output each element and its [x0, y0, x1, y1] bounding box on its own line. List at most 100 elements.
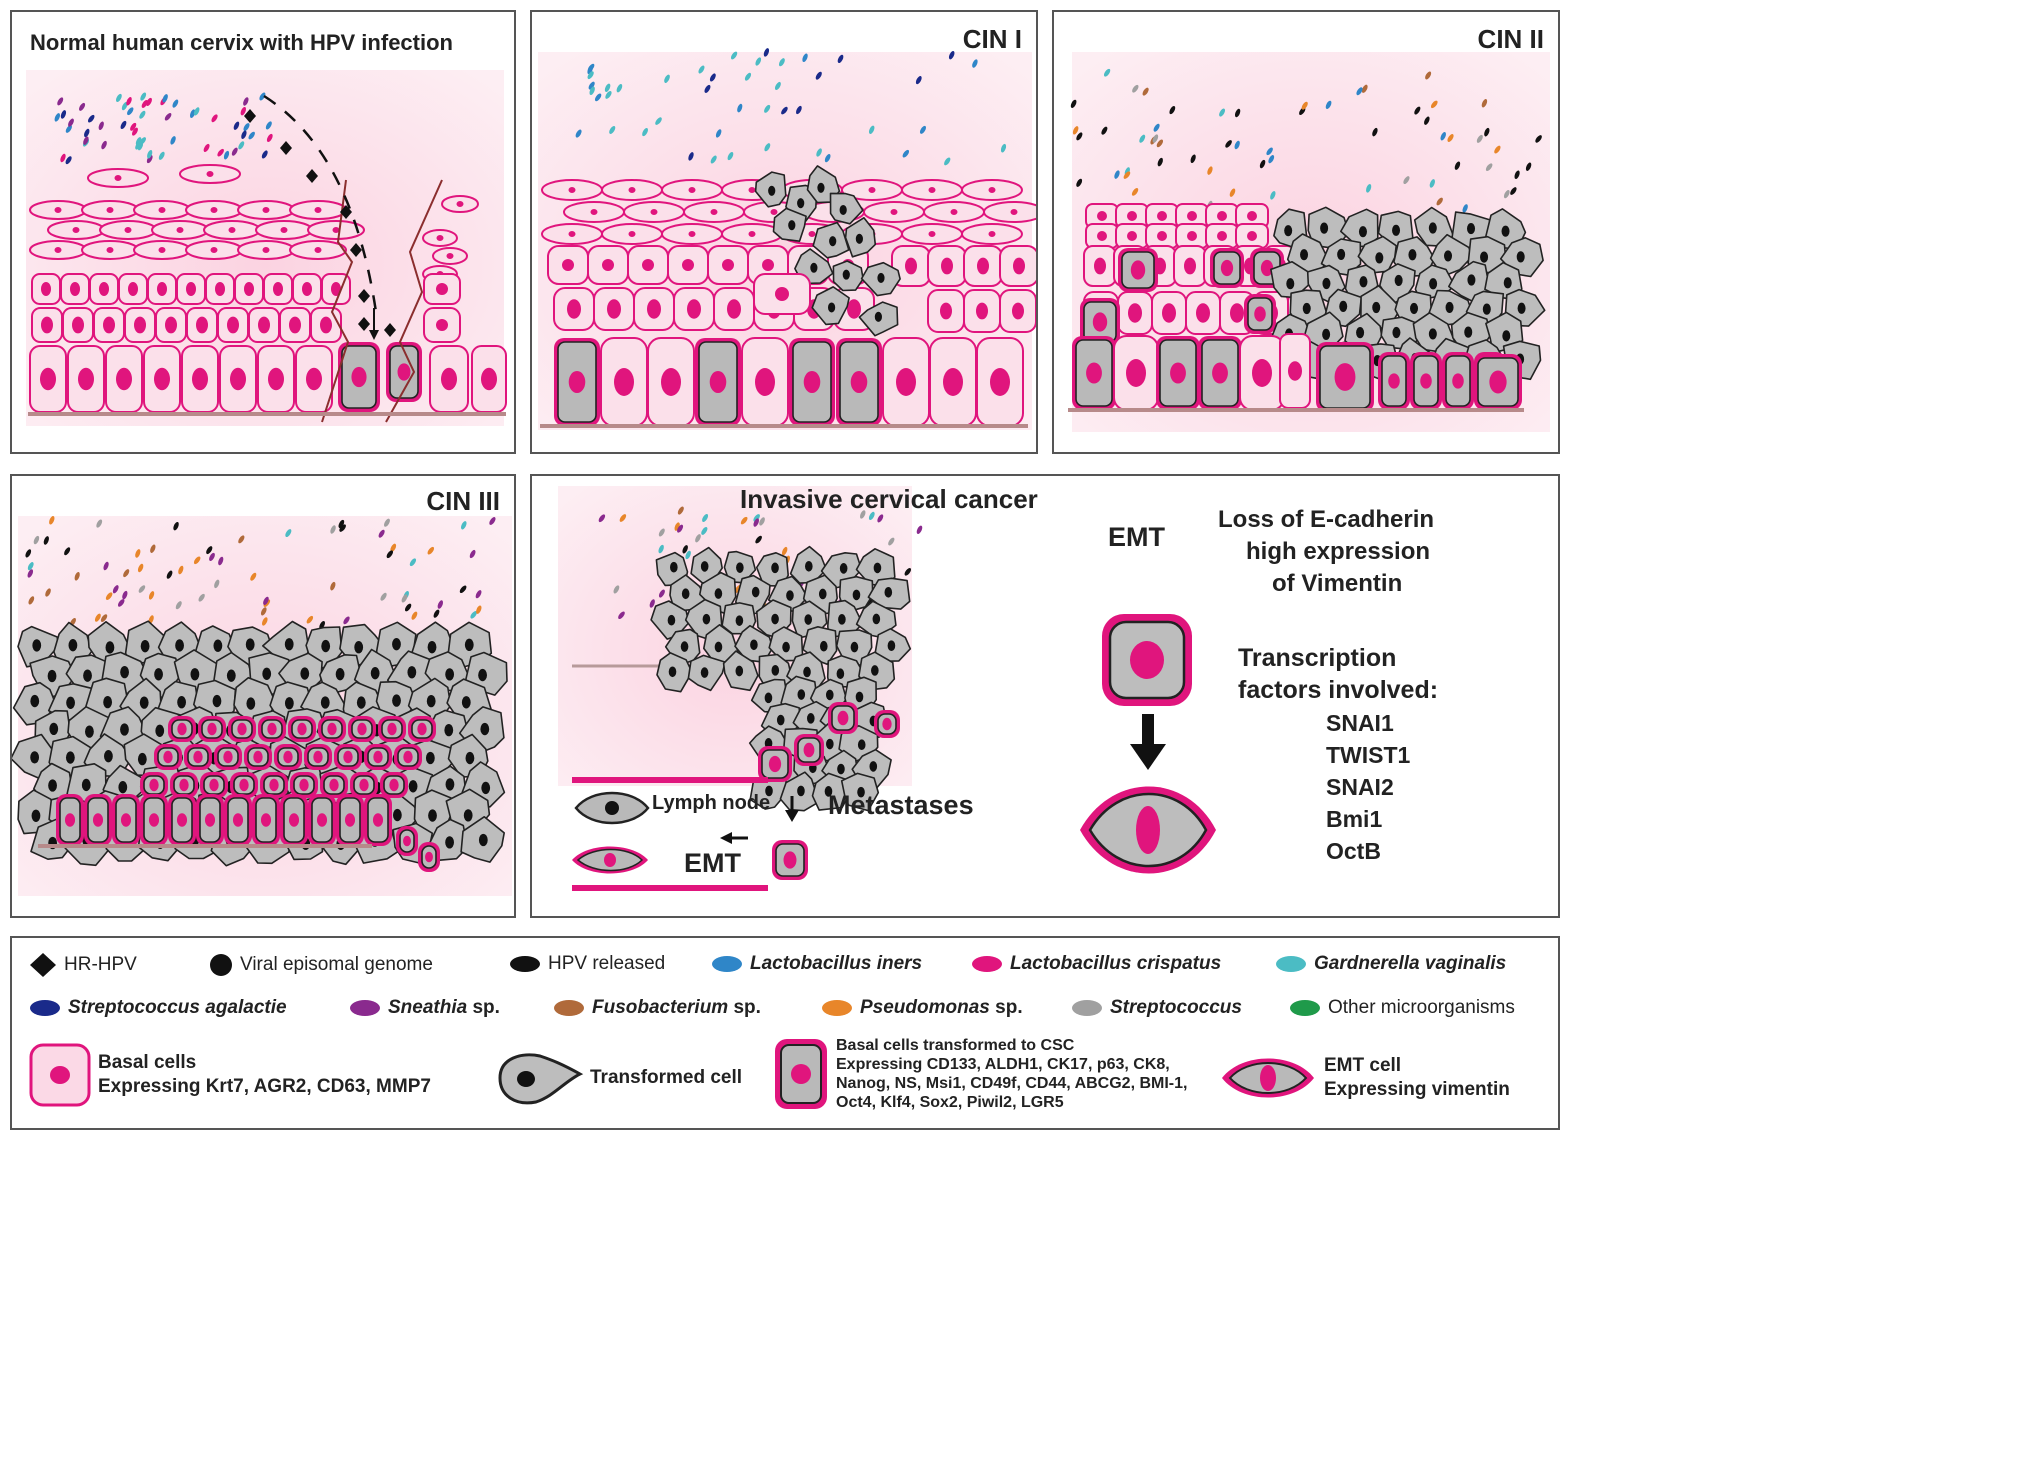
bacterium — [759, 517, 765, 526]
bacterium — [45, 588, 51, 597]
cell-nucleus — [32, 639, 42, 652]
cell-nucleus — [837, 763, 845, 775]
bacterium — [469, 549, 476, 559]
bacterium — [87, 114, 95, 123]
bacterium — [223, 150, 230, 160]
basal-cell-icon — [29, 1043, 91, 1107]
bacterium — [189, 109, 196, 118]
cell-nucleus — [807, 713, 815, 724]
cell-nucleus — [356, 696, 366, 709]
cell-nucleus — [1126, 359, 1146, 387]
cell-nucleus — [163, 750, 173, 764]
cell-nucleus — [681, 588, 690, 600]
cell-nucleus — [327, 722, 337, 736]
cell-nucleus — [868, 187, 876, 193]
bacterium — [103, 561, 109, 571]
cell-nucleus — [905, 257, 917, 275]
bacterium — [285, 529, 292, 538]
cell-nucleus — [1356, 327, 1365, 339]
cell-nucleus — [83, 669, 92, 682]
cell-nucleus — [1467, 222, 1476, 235]
cell-nucleus — [128, 282, 138, 296]
cell-nucleus — [605, 801, 619, 815]
cell-nucleus — [81, 778, 91, 792]
cell-nucleus — [1480, 251, 1489, 263]
bacterium — [796, 105, 802, 115]
bacterium — [704, 84, 711, 93]
cell-nucleus — [824, 786, 833, 797]
cell-nucleus — [1130, 641, 1164, 679]
cell-nucleus — [320, 696, 330, 709]
cell-nucleus — [797, 785, 805, 797]
cell-nucleus — [667, 614, 676, 626]
bacterium — [27, 562, 34, 571]
cell-nucleus — [819, 640, 828, 652]
cell-nucleus — [213, 639, 223, 652]
bacterium — [948, 51, 955, 60]
legend-hpv-released: HPV released — [508, 952, 665, 976]
legend-fusobacterium: Fusobacterium sp. — [552, 996, 761, 1020]
cell-nucleus — [481, 367, 497, 391]
cell-nucleus — [836, 668, 845, 680]
cell-nucleus — [273, 282, 283, 296]
bacterium — [233, 121, 240, 130]
cell-nucleus — [41, 316, 53, 334]
cell-nucleus — [827, 302, 836, 313]
cell-nucleus — [775, 287, 789, 301]
bacterium — [589, 86, 595, 96]
cell-nucleus — [1010, 209, 1018, 215]
cell-nucleus — [306, 367, 322, 391]
panel-normal: Normal human cervix with HPV infection — [10, 10, 516, 454]
cell-nucleus — [855, 691, 864, 703]
cell-nucleus — [70, 282, 80, 296]
bacterium — [916, 525, 923, 534]
cell-nucleus — [1128, 303, 1142, 323]
cell-nucleus — [1322, 328, 1331, 340]
cell-nucleus — [887, 640, 896, 652]
cell-nucleus — [288, 813, 300, 827]
bacterium — [1076, 132, 1083, 141]
cell-nucleus — [48, 779, 57, 792]
bacterium — [243, 97, 249, 106]
bacterium — [1142, 87, 1149, 96]
bacterium — [915, 76, 922, 85]
bacterium — [677, 506, 684, 515]
cell-nucleus — [722, 259, 734, 271]
cell-nucleus — [212, 694, 222, 708]
bacterium — [763, 48, 770, 57]
bacterium — [824, 153, 831, 163]
bacterium — [175, 601, 182, 610]
cell-nucleus — [1212, 362, 1228, 384]
panel-cin2-title: CIN II — [1477, 24, 1544, 54]
cell-nucleus — [670, 561, 678, 573]
cell-nucleus — [230, 367, 246, 391]
bacterium — [744, 72, 752, 81]
bacterium — [126, 97, 132, 106]
cell-nucleus — [988, 187, 996, 193]
cell-nucleus — [30, 694, 40, 708]
cell-nucleus — [818, 588, 827, 600]
bacterium — [141, 99, 148, 108]
bacterium — [112, 585, 119, 594]
bacterium — [338, 519, 345, 529]
cell-nucleus — [359, 778, 369, 792]
bacterium — [1514, 170, 1520, 180]
bacterium — [139, 110, 146, 119]
cell-nucleus — [392, 808, 402, 822]
cell-nucleus — [803, 370, 821, 394]
cell-nucleus — [302, 282, 312, 296]
cell-nucleus — [245, 638, 255, 651]
bacterium — [774, 81, 781, 91]
bacterium — [120, 120, 127, 130]
bacterium — [1525, 162, 1532, 171]
cell-nucleus — [300, 667, 310, 680]
cell-nucleus — [417, 722, 427, 736]
cell-nucleus — [1482, 303, 1491, 315]
cell-nucleus — [175, 639, 184, 652]
cell-nucleus — [1358, 226, 1367, 238]
panel-invasive: Invasive cervical cancer Lymph node Meta… — [530, 474, 1560, 918]
cell-nucleus — [1516, 251, 1525, 263]
bacterium — [178, 565, 184, 575]
cell-nucleus — [1196, 303, 1210, 323]
bacterium — [198, 593, 205, 602]
